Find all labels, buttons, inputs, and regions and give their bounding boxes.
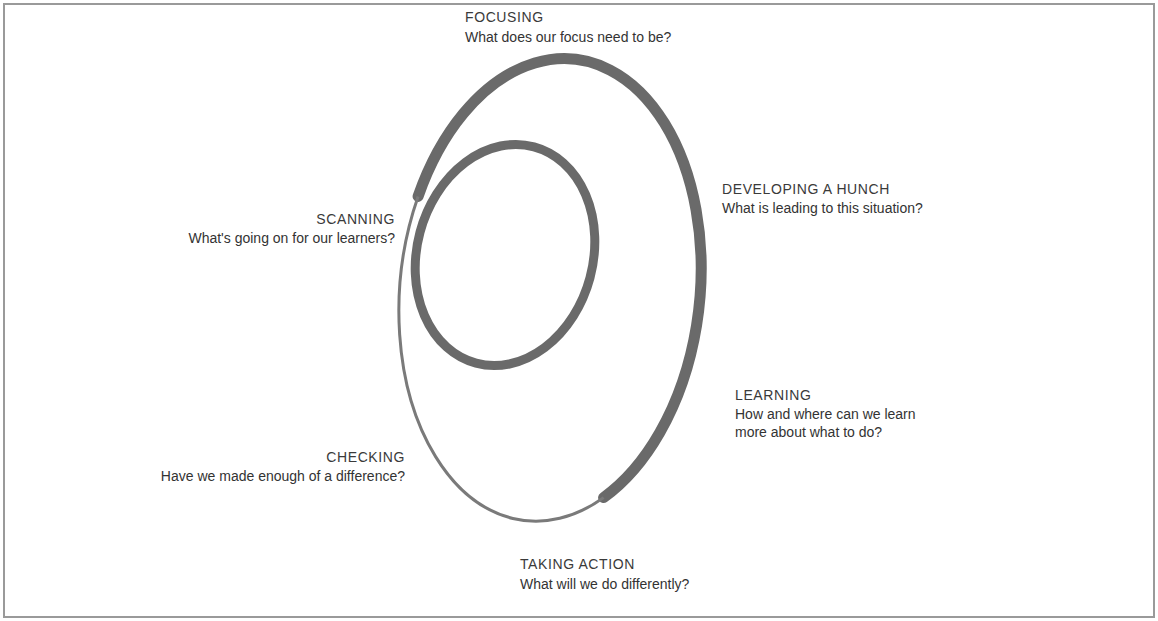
stage-name: CHECKING bbox=[326, 448, 405, 466]
stage-name: FOCUSING bbox=[465, 8, 544, 26]
stage-question: How and where can we learn more about wh… bbox=[735, 405, 935, 441]
spiral-outer-thick bbox=[418, 59, 701, 498]
spiral-inner-loop bbox=[391, 124, 619, 386]
stage-name: DEVELOPING A HUNCH bbox=[722, 180, 890, 198]
stage-question: What is leading to this situation? bbox=[722, 199, 923, 217]
stage-name: TAKING ACTION bbox=[520, 555, 635, 573]
stage-question: Have we made enough of a difference? bbox=[161, 467, 405, 485]
frame-border bbox=[4, 4, 1154, 617]
stage-question: What does our focus need to be? bbox=[465, 28, 671, 46]
stage-question: What will we do differently? bbox=[520, 575, 689, 593]
stage-name: LEARNING bbox=[735, 386, 811, 404]
stage-name: SCANNING bbox=[316, 210, 395, 228]
stage-question: What's going on for our learners? bbox=[188, 229, 395, 247]
spiral-outer-thin bbox=[399, 196, 604, 521]
